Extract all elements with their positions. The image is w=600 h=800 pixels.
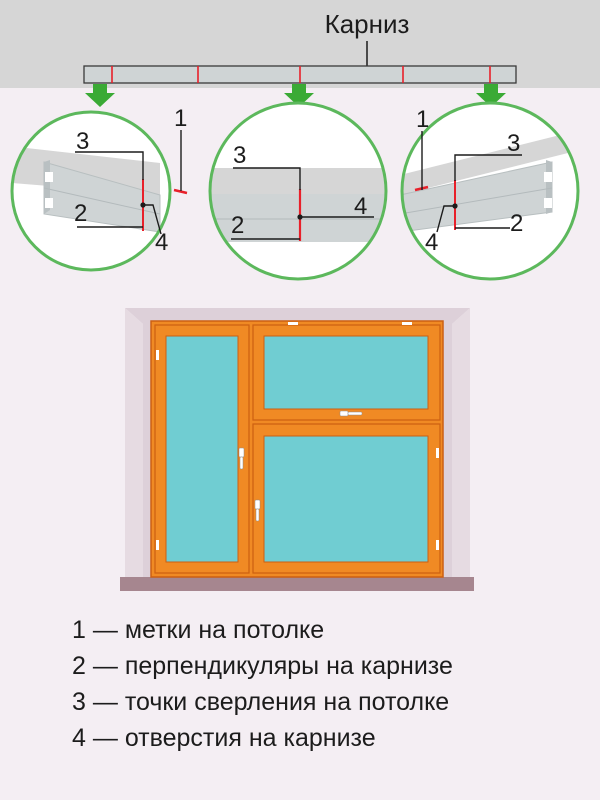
callout-3: 3	[233, 142, 246, 169]
window-sill	[120, 577, 474, 591]
arrow-down-icon	[85, 84, 115, 107]
glass-pane	[263, 335, 429, 410]
legend: 1 — метки на потолке 2 — перпендикуляры …	[72, 612, 453, 756]
detail-circle-left: 3 1 2 4	[10, 105, 188, 272]
cornice-rail	[83, 65, 517, 84]
callout-4: 4	[155, 229, 168, 256]
legend-item: 1 — метки на потолке	[72, 612, 453, 648]
legend-item: 4 — отверстия на карнизе	[72, 720, 453, 756]
legend-text: отверстия на карнизе	[124, 724, 376, 752]
handle	[347, 411, 363, 416]
detail-circle-right: 3 1 2 4	[400, 101, 580, 281]
legend-dash: —	[92, 616, 118, 644]
callout-1: 1	[416, 106, 429, 133]
legend-text: перпендикуляры на карнизе	[124, 652, 453, 680]
callout-1: 1	[174, 105, 187, 132]
callout-3: 3	[507, 130, 520, 157]
callout-3: 3	[76, 128, 89, 155]
window-illustration	[120, 308, 474, 591]
callout-4: 4	[354, 193, 367, 220]
callout-2: 2	[231, 212, 244, 239]
legend-number: 2	[72, 652, 86, 680]
legend-dash: —	[92, 724, 118, 752]
legend-dash: —	[92, 652, 118, 680]
hinge	[288, 322, 298, 325]
handle	[255, 508, 260, 522]
legend-text: метки на потолке	[124, 616, 325, 644]
cornice-title: Карниз	[325, 9, 410, 39]
hinge	[436, 448, 439, 458]
legend-number: 4	[72, 724, 86, 752]
handle	[254, 499, 261, 510]
arrow-down-icon	[476, 84, 506, 107]
legend-dash: —	[92, 688, 118, 716]
callout-2: 2	[74, 200, 87, 227]
handle	[339, 410, 349, 417]
legend-text: точки сверления на потолке	[124, 688, 450, 716]
callout-4: 4	[425, 229, 438, 256]
handle	[239, 456, 244, 470]
detail-circle-middle: 3 4 2	[208, 101, 388, 281]
handle	[238, 447, 245, 458]
ceiling-mark	[173, 188, 188, 195]
arrow-down-icon	[284, 84, 314, 107]
hinge	[156, 350, 159, 360]
hinge	[402, 322, 412, 325]
hinge	[156, 540, 159, 550]
hinge	[436, 540, 439, 550]
callout-2: 2	[510, 210, 523, 237]
legend-number: 3	[72, 688, 86, 716]
legend-number: 1	[72, 616, 86, 644]
legend-item: 2 — перпендикуляры на карнизе	[72, 648, 453, 684]
glass-pane	[165, 335, 239, 563]
glass-pane	[263, 435, 429, 563]
legend-item: 3 — точки сверления на потолке	[72, 684, 453, 720]
